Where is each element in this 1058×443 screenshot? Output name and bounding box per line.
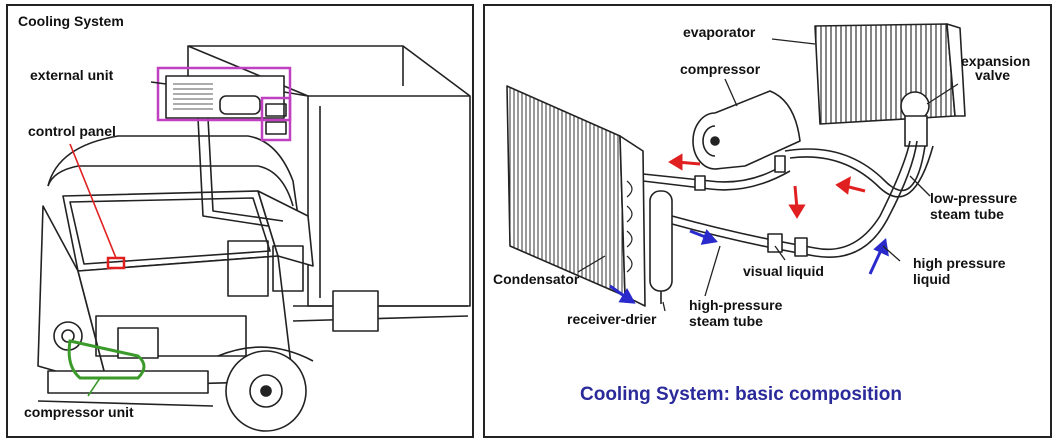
high-pressure-liquid-label-line2: liquid [913, 271, 951, 287]
evaporator [814, 23, 956, 125]
low-pressure-tube [784, 145, 926, 192]
high-pressure-steam-label-line2: steam tube [689, 313, 763, 329]
truck-drawing [37, 45, 471, 432]
high-pressure-steam-label-line1: high-pressure [689, 297, 783, 313]
expansion-valve-label-line2: valve [975, 67, 1011, 83]
expansion-valve-label-line1: expansion [961, 53, 1031, 69]
cold-flow-arrows [609, 229, 889, 304]
control-panel-label: control panel [28, 123, 116, 139]
low-pressure-label-line2: steam tube [930, 206, 1004, 222]
external-unit-label: external unit [30, 67, 114, 83]
hot-flow-arrows [668, 153, 866, 219]
truck-cooling-panel: Cooling System external unit control pan… [6, 4, 474, 438]
external-unit-pointer [150, 81, 167, 85]
receiver-drier [649, 190, 673, 292]
compressor-unit-label: compressor unit [24, 404, 134, 420]
basic-composition-panel: evaporator compressor expansion valve lo… [483, 4, 1052, 438]
sight-glass [767, 233, 783, 253]
high-pressure-liquid-tube [671, 140, 911, 251]
compressor-unit-pointer [87, 377, 101, 397]
external-unit-highlight [156, 66, 292, 122]
left-panel-title: Cooling System [18, 13, 124, 29]
high-pressure-liquid-label-line1: high pressure [913, 255, 1006, 271]
condensator [506, 85, 626, 297]
diagram-caption: Cooling System: basic composition [580, 384, 902, 405]
evaporator-label: evaporator [683, 24, 756, 40]
low-pressure-label-line1: low-pressure [930, 190, 1018, 206]
visual-liquid-label: visual liquid [743, 263, 824, 279]
condensator-label: Condensator [493, 271, 580, 287]
compressor-unit-highlight [67, 339, 146, 380]
control-panel-pointer [69, 143, 117, 259]
refrigeration-circuit-drawing [506, 23, 966, 312]
compressor-label: compressor [680, 61, 761, 77]
receiver-drier-label: receiver-drier [567, 311, 657, 327]
